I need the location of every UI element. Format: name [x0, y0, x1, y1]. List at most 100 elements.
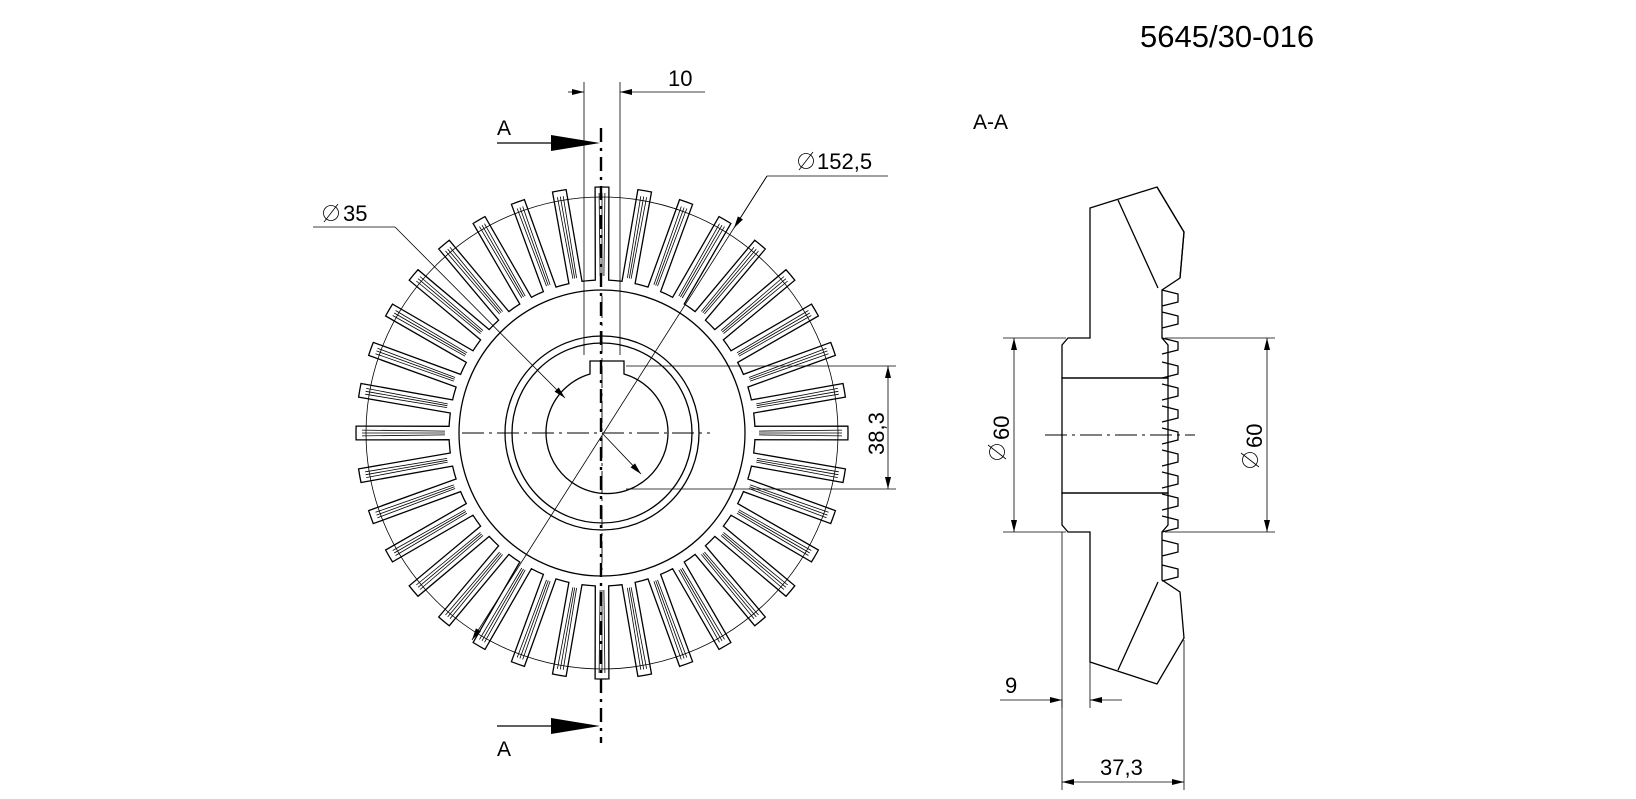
tooth-line: [737, 511, 811, 554]
tooth-line: [484, 569, 526, 643]
tooth-line: [628, 587, 645, 670]
tooth-line: [653, 581, 682, 660]
tooth-outline: [355, 186, 849, 680]
section-mark-top: A: [497, 117, 511, 140]
keyway-width-value: 10: [668, 66, 692, 91]
section-body-top: [1061, 186, 1185, 379]
tooth-line: [704, 250, 759, 315]
tooth-line: [375, 484, 454, 513]
tooth-line: [680, 568, 723, 642]
tooth-line: [365, 459, 448, 476]
tooth-line: [393, 312, 467, 355]
tooth-line: [720, 276, 785, 331]
tooth-line: [722, 278, 787, 333]
tooth-line: [657, 579, 688, 658]
tooth-line: [748, 347, 827, 378]
tooth-line: [376, 486, 455, 516]
tooth-line: [750, 353, 829, 382]
section-tooth: [1161, 515, 1179, 533]
tooth-line: [758, 434, 843, 437]
tooth-line: [630, 197, 647, 279]
section-arrow-top: A: [497, 117, 600, 151]
tooth-line: [417, 533, 482, 588]
tooth-line: [416, 280, 481, 334]
tooth-line: [481, 568, 524, 642]
tooth-line: [704, 551, 759, 616]
tooth-line: [603, 589, 606, 674]
hub-diameter-right-value: 60: [1242, 424, 1267, 448]
tooth-line: [522, 206, 551, 285]
tooth-line: [598, 192, 601, 277]
tooth-line: [627, 196, 642, 279]
tooth-line: [416, 532, 481, 586]
tooth-line: [393, 511, 467, 554]
tooth-line: [723, 280, 788, 334]
part-number: 5645/30-016: [1140, 19, 1314, 54]
bore-diameter-value: 35: [343, 201, 367, 226]
tooth-line: [630, 587, 647, 669]
hub-offset-dimension: 9: [1000, 532, 1122, 708]
section-mark-bottom: A: [497, 738, 511, 761]
section-tooth: [1161, 564, 1179, 582]
section-tooth: [1161, 311, 1179, 329]
key-height-value: 38,3: [864, 412, 889, 455]
tooth-line: [749, 486, 828, 516]
tooth-line: [756, 390, 839, 407]
section-tooth: [1161, 405, 1179, 423]
tooth-line: [366, 388, 448, 405]
tooth-line: [756, 458, 839, 473]
section-tooth: [1161, 493, 1179, 511]
hub-diameter-left-dimension: 60: [987, 337, 1066, 533]
hub-diameter-left-value: 60: [989, 416, 1014, 440]
tooth-line: [366, 461, 448, 478]
front-view: [355, 128, 849, 743]
outer-diameter-value: 152,5: [817, 149, 872, 174]
tooth-line: [723, 532, 788, 586]
tooth-line: [722, 533, 787, 588]
tooth-line: [375, 353, 454, 382]
section-tooth: [1161, 539, 1179, 557]
tooth-line: [701, 554, 755, 619]
bore-with-keyway: [545, 360, 669, 495]
tooth-line: [756, 388, 838, 405]
tooth-line: [702, 553, 757, 618]
tooth-line: [680, 224, 723, 298]
key-height-dimension: 38,3: [626, 365, 896, 490]
tooth-line: [678, 223, 720, 297]
tooth-line: [738, 509, 812, 551]
tooth-line: [419, 535, 484, 590]
tooth-line: [756, 393, 839, 408]
tooth-line: [365, 390, 448, 407]
section-bore: [1061, 377, 1169, 494]
tooth-line: [377, 347, 456, 378]
tooth-line: [653, 206, 682, 285]
tooth-line: [737, 312, 811, 355]
section-title: A-A: [973, 111, 1008, 134]
tooth-line: [519, 580, 549, 659]
section-tooth: [1161, 383, 1179, 401]
tooth-line: [701, 247, 755, 312]
total-width-dimension: 37,3: [1061, 640, 1185, 790]
tooth-line: [559, 587, 576, 670]
tooth-band-top: [1156, 186, 1185, 279]
tooth-line: [516, 208, 547, 287]
section-body-bottom: [1061, 492, 1185, 685]
tooth-line: [702, 248, 757, 313]
hub-diameter-right-dimension: 60: [1165, 337, 1275, 533]
hub-offset-value: 9: [1005, 673, 1017, 698]
section-teeth: [1161, 289, 1179, 582]
tooth-line: [479, 226, 523, 299]
section-view: [1045, 186, 1195, 685]
section-tooth: [1161, 337, 1179, 355]
tooth-line: [365, 393, 448, 408]
tooth-line: [678, 569, 720, 643]
tooth-line: [392, 509, 466, 551]
tooth-line: [628, 196, 645, 279]
tooth-line: [484, 223, 526, 297]
tooth-line: [479, 567, 523, 640]
tooth-line: [419, 276, 484, 331]
tooth-line: [748, 488, 827, 519]
tooth-line: [522, 581, 551, 660]
tooth-line: [562, 587, 577, 670]
